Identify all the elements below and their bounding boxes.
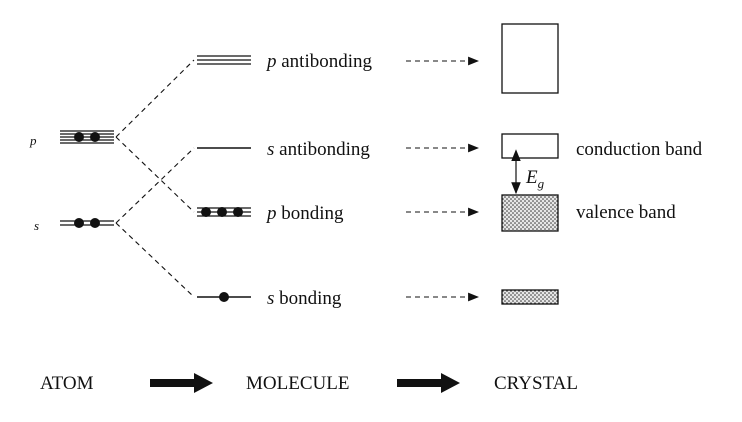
stage-atom: ATOM [40, 373, 94, 394]
atom-p-level: p [29, 130, 114, 148]
label-s-bonding: s bonding [267, 288, 342, 309]
electron-dot [201, 207, 211, 217]
arrow-atom-to-molecule [150, 373, 213, 393]
electron-dot [217, 207, 227, 217]
molecule-p-bonding-level [197, 207, 251, 217]
arrow-molecule-to-crystal [397, 373, 460, 393]
electron-dot [90, 132, 100, 142]
electron-dot [219, 292, 229, 302]
transition-arrows [406, 56, 480, 302]
stage-crystal: CRYSTAL [494, 373, 578, 394]
atom-p-label: p [29, 133, 37, 148]
atom-s-level: s [34, 218, 114, 233]
label-s-antibonding: s antibonding [267, 139, 370, 160]
electron-dot [90, 218, 100, 228]
molecule-p-antibonding-level [197, 55, 251, 65]
atom-s-label: s [34, 218, 39, 233]
electron-dot [74, 218, 84, 228]
electron-dot [233, 207, 243, 217]
correlation-lines [115, 59, 195, 298]
stage-molecule: MOLECULE [246, 373, 349, 394]
molecule-s-bonding-level [197, 292, 251, 302]
s-bonding-band [501, 289, 559, 305]
label-p-bonding: p bonding [265, 203, 344, 224]
label-p-antibonding: p antibonding [265, 51, 373, 72]
conduction-band-label: conduction band [576, 139, 703, 160]
conduction-band [501, 133, 559, 159]
band-gap-label: Eg [525, 167, 545, 191]
p-antibonding-band [501, 23, 559, 94]
valence-band-label: valence band [576, 202, 676, 223]
valence-band [501, 194, 559, 232]
electron-dot [74, 132, 84, 142]
